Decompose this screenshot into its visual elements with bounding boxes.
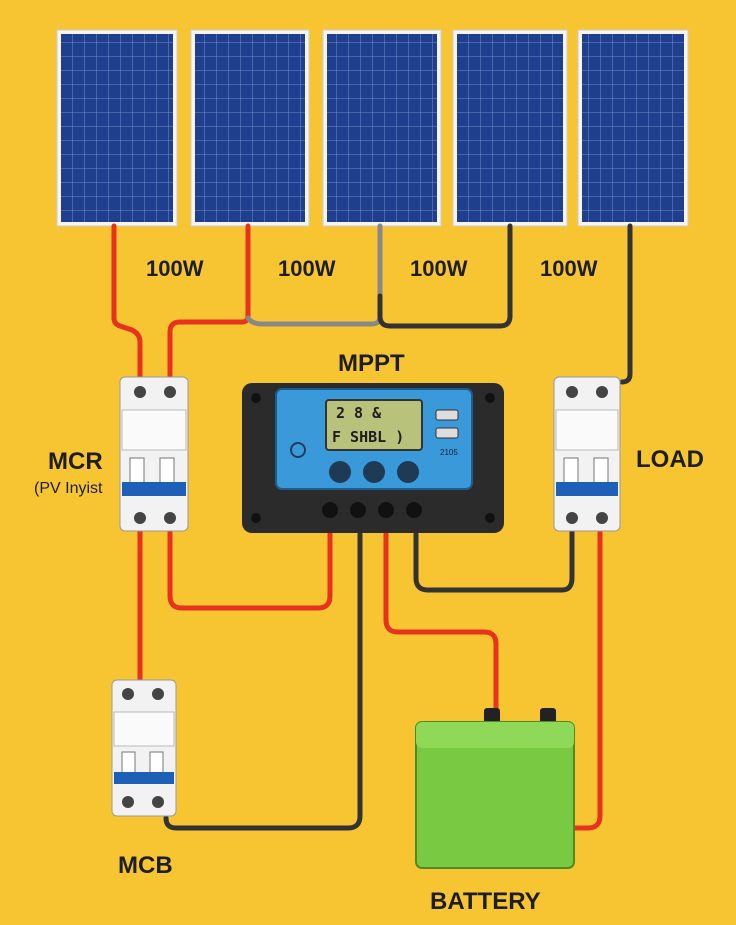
solar-panel-3	[322, 29, 442, 227]
solar-panel-4	[452, 29, 568, 227]
lcd-screen	[325, 399, 423, 451]
load-breaker[interactable]	[553, 376, 621, 532]
panel-wires	[111, 223, 633, 385]
solar-panel-1	[56, 29, 178, 227]
solar-panel-2	[190, 29, 310, 227]
lcd-line-1: 2 8 &	[336, 404, 382, 422]
lcd-line-2: F SHBL )	[332, 428, 405, 446]
mcr-sublabel: (PV Inyist	[34, 480, 103, 497]
battery[interactable]	[415, 708, 575, 869]
panel-label-4: 100W	[540, 256, 598, 281]
panel-label-3: 100W	[410, 256, 468, 281]
mcb-label: MCB	[118, 852, 173, 879]
controller-button-2	[363, 461, 385, 483]
load-label: LOAD	[636, 446, 704, 473]
mppt-title: MPPT	[338, 350, 405, 377]
mppt-controller[interactable]	[242, 383, 504, 533]
panel-label-1: 100W	[146, 256, 204, 281]
status-icon	[290, 442, 306, 458]
lower-wires	[137, 527, 603, 831]
panel-label-2: 100W	[278, 256, 336, 281]
controller-button-3	[397, 461, 419, 483]
controller-side-text: 2105	[440, 448, 458, 457]
usb-port-1	[435, 409, 459, 421]
usb-port-2	[435, 427, 459, 439]
mcr-label: MCR	[48, 448, 103, 475]
mcb-breaker[interactable]	[111, 679, 177, 817]
solar-panel-5	[577, 29, 689, 227]
battery-label: BATTERY	[430, 888, 541, 915]
controller-button-1	[329, 461, 351, 483]
mcr-breaker[interactable]	[119, 376, 189, 532]
